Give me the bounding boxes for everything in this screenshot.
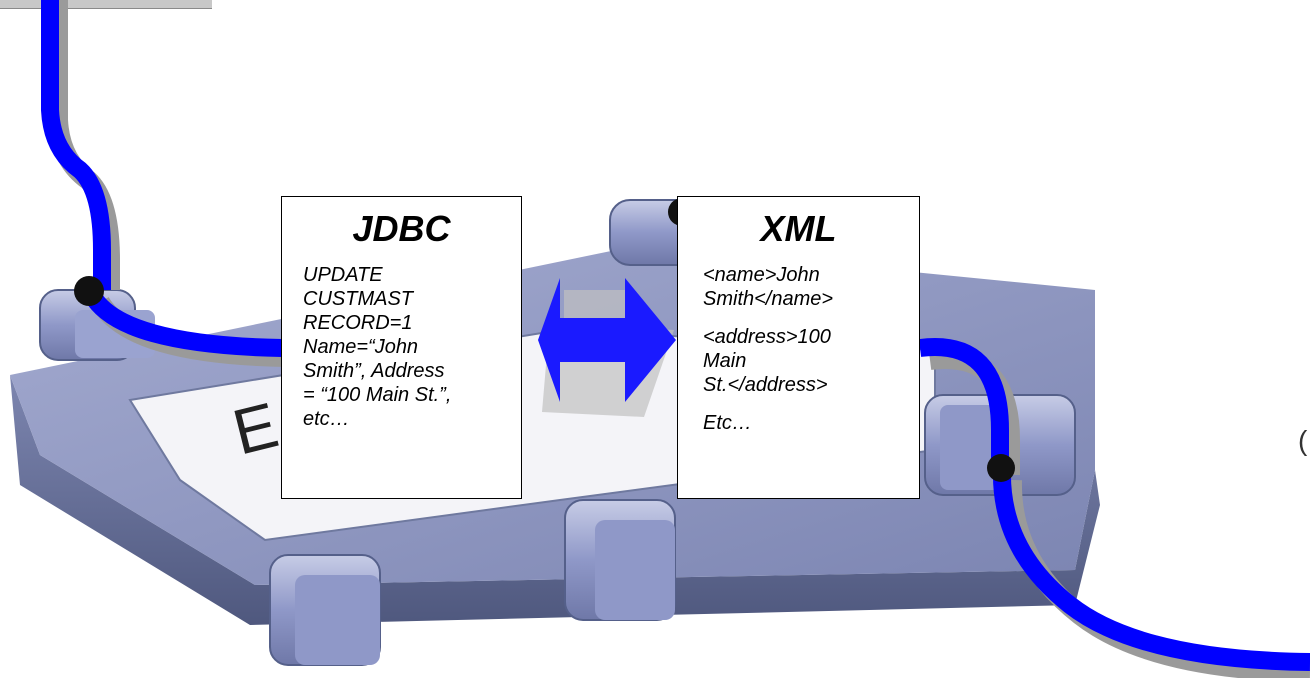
xml-card: XML <name>John Smith</name> <address>100…	[677, 196, 920, 499]
jdbc-body: UPDATE CUSTMAST RECORD=1 Name=“John Smit…	[303, 264, 452, 430]
jdbc-card: JDBC UPDATE CUSTMAST RECORD=1 Name=“John…	[281, 196, 522, 499]
board-side	[10, 375, 1100, 625]
xml-title: XML	[760, 208, 837, 249]
xml-name-element: <name>John Smith</name>	[703, 264, 834, 310]
xml-address-element: <address>100 Main St.</address>	[703, 326, 831, 396]
top-left-window-fragment	[0, 0, 212, 9]
bidirectional-arrow	[538, 278, 676, 417]
xml-body: <name>John Smith</name> <address>100 Mai…	[678, 249, 919, 435]
edge-fragment: (	[1298, 425, 1308, 456]
connector-dot-right	[987, 454, 1015, 482]
connector-dot-left	[74, 276, 104, 306]
xml-etc: Etc…	[703, 412, 752, 434]
jdbc-title: JDBC	[352, 208, 451, 249]
cables	[41, 0, 1310, 671]
